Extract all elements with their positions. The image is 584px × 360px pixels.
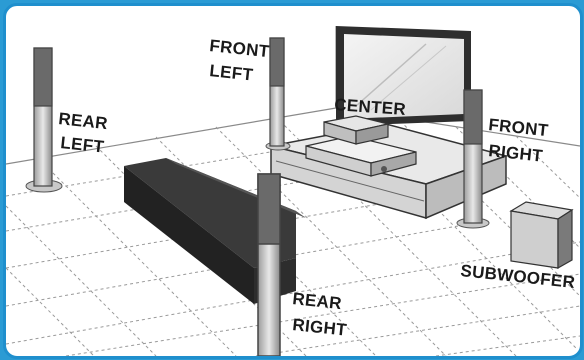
label-front-right-line1: FRONT [488,115,550,140]
label-rear-left-line2: LEFT [60,133,106,156]
dvd-player [305,135,417,177]
front-left-speaker [265,37,291,151]
label-rear-left-line1: REAR [58,109,109,133]
rear-right-speaker [257,173,281,356]
illustration-frame: REAR LEFT FRONT LEFT CENTER FRONT RIGHT … [3,3,583,359]
label-front-left-line2: LEFT [209,61,255,84]
rear-left-speaker [25,47,63,193]
subwoofer [509,201,574,270]
label-rear-right-line1: REAR [292,289,343,313]
label-rear-right-line2: RIGHT [292,315,348,340]
label-front-left-line1: FRONT [209,36,271,61]
home-theater-diagram: REAR LEFT FRONT LEFT CENTER FRONT RIGHT … [6,26,580,356]
center-speaker [323,115,389,145]
label-center: CENTER [334,95,407,119]
front-right-speaker [456,89,490,229]
tv [336,26,471,126]
